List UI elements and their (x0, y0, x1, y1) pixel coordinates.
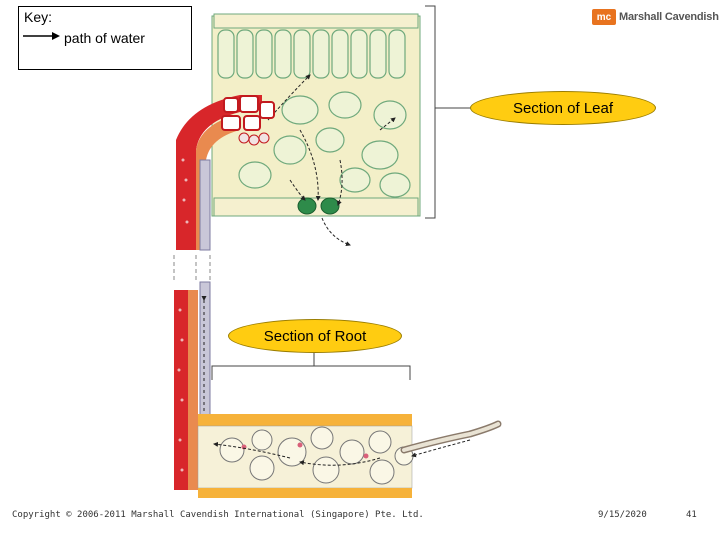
root-section-label: Section of Root (228, 319, 402, 353)
footer-copyright: Copyright © 2006-2011 Marshall Cavendish… (12, 510, 424, 520)
stem-break (173, 255, 211, 280)
publisher-logo: mc Marshall Cavendish (592, 8, 719, 26)
footer-page-number: 41 (686, 510, 697, 520)
key-arrow-icon (23, 32, 60, 40)
root-bracket (211, 365, 411, 380)
key-box: Key: path of water (18, 6, 192, 70)
leaf-section (211, 13, 421, 247)
leaf-section-label: Section of Leaf (470, 91, 656, 125)
logo-text: Marshall Cavendish (619, 11, 719, 23)
logo-badge: mc (592, 9, 616, 25)
footer-date: 9/15/2020 (598, 510, 647, 520)
leaf-vein (176, 95, 275, 251)
key-arrow-label: path of water (64, 30, 145, 46)
key-title: Key: (24, 9, 53, 25)
root-section (197, 414, 502, 498)
leaf-bracket (425, 5, 436, 219)
